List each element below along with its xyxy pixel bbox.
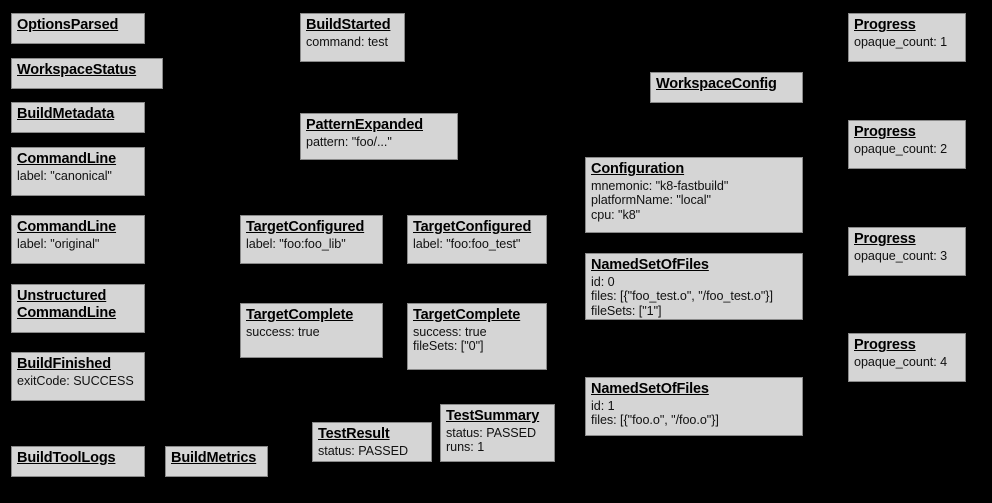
event-node-title: NamedSetOfFiles (591, 257, 709, 273)
event-node-options-parsed[interactable]: OptionsParsed (11, 13, 145, 44)
event-node-field: opaque_count: 2 (854, 141, 948, 156)
event-node-workspace-config[interactable]: WorkspaceConfig (650, 72, 803, 103)
event-node-field: label: "foo:foo_test" (413, 236, 521, 251)
event-node-field: success: true (246, 324, 320, 339)
event-node-field: status: PASSED (446, 425, 537, 440)
event-node-title: NamedSetOfFiles (591, 381, 709, 397)
event-node-fields: label: "foo:foo_test" (413, 237, 541, 252)
event-node-title: TargetConfigured (413, 219, 532, 235)
event-node-title: OptionsParsed (17, 17, 119, 33)
event-node-field: files: [{"foo.o", "/foo.o"}] (591, 413, 719, 428)
event-node-field: label: "foo:foo_lib" (246, 236, 346, 251)
event-node-title: WorkspaceStatus (17, 62, 137, 78)
event-node-field: cpu: "k8" (591, 208, 641, 222)
event-node-fields: label: "original" (17, 237, 139, 252)
event-node-title: BuildMetadata (17, 106, 115, 122)
event-node-field: runs: 1 (446, 440, 485, 455)
event-node-fields: opaque_count: 4 (854, 355, 960, 370)
event-node-build-tool-logs[interactable]: BuildToolLogs (11, 446, 145, 477)
event-node-title: BuildMetrics (171, 450, 257, 466)
event-node-title: Progress (854, 17, 916, 33)
event-node-field: label: "original" (17, 236, 100, 251)
event-node-fields: success: true (246, 325, 377, 340)
event-node-title: TestResult (318, 426, 390, 442)
event-node-fields: opaque_count: 1 (854, 35, 960, 50)
event-node-title: Progress (854, 231, 916, 247)
event-node-title: Progress (854, 124, 916, 140)
event-node-title: Configuration (591, 161, 685, 177)
event-node-fields: label: "foo:foo_lib" (246, 237, 377, 252)
event-node-field: label: "canonical" (17, 168, 112, 183)
event-node-field: id: 1 (591, 398, 615, 413)
event-node-title: Progress (854, 337, 916, 353)
event-node-title: Unstructured CommandLine (17, 288, 117, 321)
event-node-fields: opaque_count: 2 (854, 142, 960, 157)
event-node-field: command: test (306, 34, 388, 49)
event-node-title: TargetComplete (413, 307, 521, 323)
event-node-field: success: true (413, 324, 487, 339)
event-node-title: BuildStarted (306, 17, 391, 33)
event-node-fields: command: test (306, 35, 399, 50)
event-node-build-metrics[interactable]: BuildMetrics (165, 446, 268, 477)
event-node-title: PatternExpanded (306, 117, 423, 133)
event-node-field: id: 0 (591, 274, 615, 289)
event-node-field: fileSets: ["0"] (413, 339, 484, 354)
event-node-field: opaque_count: 4 (854, 354, 948, 369)
event-node-field: pattern: "foo/..." (306, 134, 392, 149)
event-node-field: mnemonic: "k8-fastbuild" (591, 178, 729, 193)
event-node-title: BuildFinished (17, 356, 111, 372)
event-node-fields: opaque_count: 3 (854, 249, 960, 264)
event-node-title: TargetConfigured (246, 219, 365, 235)
event-node-fields: label: "canonical" (17, 169, 139, 184)
event-node-fields: mnemonic: "k8-fastbuild"platformName: "l… (591, 179, 797, 223)
event-node-field: status: PASSED (318, 443, 409, 458)
event-node-title: BuildToolLogs (17, 450, 116, 466)
event-node-title: TargetComplete (246, 307, 354, 323)
event-node-unstructured-command-line[interactable]: Unstructured CommandLine (11, 284, 145, 333)
event-node-field: fileSets: ["1"] (591, 304, 662, 318)
event-node-fields: status: PASSED (318, 444, 426, 459)
event-node-field: opaque_count: 1 (854, 34, 948, 49)
event-node-workspace-status[interactable]: WorkspaceStatus (11, 58, 163, 89)
event-node-field: exitCode: SUCCESS (17, 373, 134, 388)
event-node-title: CommandLine (17, 151, 117, 167)
event-node-fields: exitCode: SUCCESS (17, 374, 139, 389)
event-node-field: opaque_count: 3 (854, 248, 948, 263)
event-node-field: files: [{"foo_test.o", "/foo_test.o"}] (591, 289, 773, 304)
event-node-build-metadata[interactable]: BuildMetadata (11, 102, 145, 133)
event-node-fields: pattern: "foo/..." (306, 135, 452, 150)
event-node-title: WorkspaceConfig (656, 76, 777, 92)
event-node-field: platformName: "local" (591, 193, 711, 208)
event-node-title: TestSummary (446, 408, 540, 424)
event-node-title: CommandLine (17, 219, 117, 235)
